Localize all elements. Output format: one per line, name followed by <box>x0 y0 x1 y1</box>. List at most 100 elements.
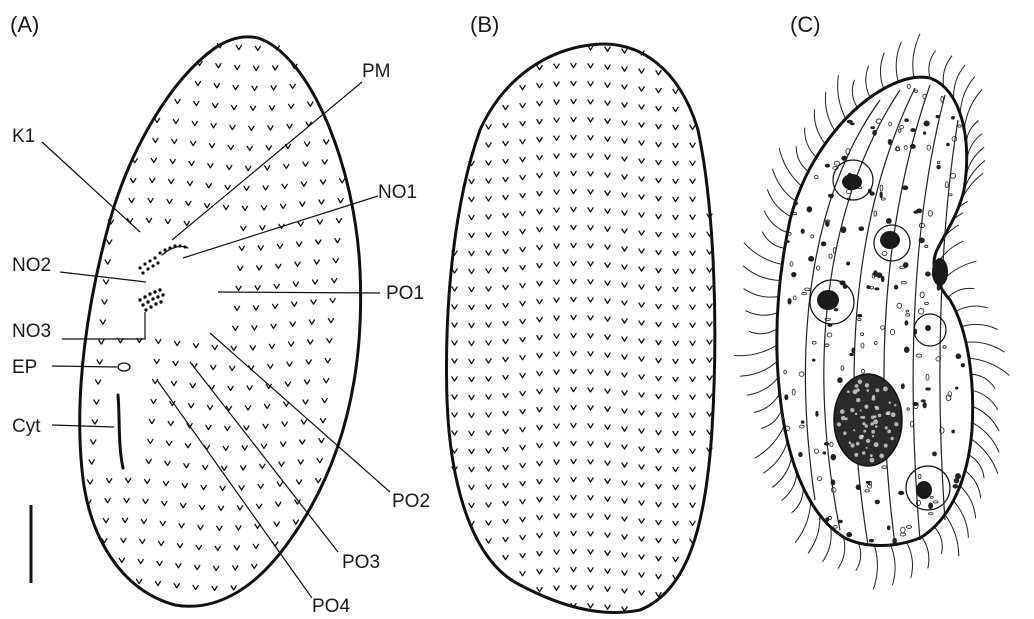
kinetid-mark <box>486 251 491 255</box>
nucleolus-speck <box>891 412 896 417</box>
granule <box>852 348 855 353</box>
kinetid-mark <box>154 359 159 363</box>
kinetid-mark <box>639 429 644 433</box>
kinetid-mark <box>707 304 712 308</box>
kinetid-mark <box>328 319 333 323</box>
kinetid-mark <box>588 226 593 230</box>
kinetid-mark <box>690 431 695 435</box>
kinetid-mark <box>239 486 244 490</box>
kinetid-mark <box>205 204 210 208</box>
kinetid-mark <box>520 122 525 126</box>
cilium <box>754 394 780 413</box>
kinetid-mark <box>151 399 156 403</box>
kinetid-mark <box>87 480 92 484</box>
leader-po1 <box>218 292 380 293</box>
kinetid-mark <box>554 460 559 464</box>
kinetid-mark <box>140 539 145 543</box>
kinetid-mark <box>605 317 610 321</box>
kinetid-mark <box>690 251 695 255</box>
kinetid-mark <box>571 333 576 337</box>
kinetid-mark <box>537 390 542 394</box>
kinetid-mark <box>639 501 644 505</box>
nucleolus-speck <box>873 419 878 424</box>
nucleolus-speck <box>870 454 873 457</box>
kinetid-mark <box>279 462 284 466</box>
kinetid-mark <box>537 84 542 88</box>
kinetid-mark <box>588 478 593 482</box>
kinetid-mark <box>199 505 204 509</box>
kinetid-mark <box>149 419 154 423</box>
kinetid-mark <box>656 215 661 219</box>
kinetid-mark <box>469 413 474 417</box>
kinetid-mark <box>308 340 313 344</box>
kinetid-mark <box>486 197 491 201</box>
kinetid-mark <box>707 394 712 398</box>
kinetid-mark <box>174 584 179 588</box>
granule <box>921 400 925 402</box>
kinetid-mark <box>656 359 661 363</box>
nucleolus-speck <box>840 409 845 414</box>
kinetid-mark <box>571 189 576 193</box>
kinetid-mark <box>690 215 695 219</box>
kinetid-mark <box>486 287 491 291</box>
kinetid-mark <box>195 81 200 85</box>
kinetid-mark <box>486 269 491 273</box>
nucleolus-speck <box>875 425 878 428</box>
kinetid-mark <box>469 269 474 273</box>
kinetid-mark <box>537 534 542 538</box>
kinetid-mark <box>605 65 610 69</box>
kinetid-mark <box>208 164 213 168</box>
cilium <box>972 390 997 409</box>
leader-ep <box>52 366 117 367</box>
kinetid-mark <box>305 142 310 146</box>
kinetid-mark <box>94 400 99 404</box>
kinetid-mark <box>252 564 257 568</box>
nucleolus-speck <box>853 389 858 394</box>
kinetid-mark <box>214 566 219 570</box>
granule <box>951 116 954 119</box>
granule <box>887 526 890 530</box>
kinetid-mark <box>486 215 491 219</box>
kinetid-mark <box>452 323 457 327</box>
cilium <box>971 374 995 388</box>
kinetid-mark <box>293 520 298 524</box>
cilium <box>913 34 920 78</box>
kinetid-mark <box>520 482 525 486</box>
kinetid-mark <box>690 179 695 183</box>
kinetid-mark <box>163 481 168 485</box>
cilium <box>795 502 811 543</box>
kinetid-mark <box>157 561 162 565</box>
kinetid-mark <box>503 502 508 506</box>
kinetid-mark <box>173 361 178 365</box>
kinetid-mark <box>571 297 576 301</box>
kinetid-mark <box>281 204 286 208</box>
kinetid-mark <box>486 539 491 543</box>
kinetid-mark <box>571 261 576 265</box>
membranelle-no3 <box>138 288 164 311</box>
kinetid-mark <box>335 239 340 243</box>
kinetid-mark <box>503 466 508 470</box>
cilium <box>838 75 846 118</box>
cilium <box>746 311 778 316</box>
granule <box>903 262 908 267</box>
granule <box>847 532 852 536</box>
granule <box>893 538 897 544</box>
kinetid-mark <box>503 142 508 146</box>
kinetid-mark <box>189 161 194 165</box>
cilium <box>953 501 968 538</box>
kinetid-mark <box>554 208 559 212</box>
kinetid-mark <box>167 441 172 445</box>
kinetid-mark <box>214 84 219 88</box>
kinetid-mark <box>588 370 593 374</box>
cilium <box>761 410 782 429</box>
kinetid-mark <box>469 377 474 381</box>
kinetid-mark <box>273 304 278 308</box>
kinetid-mark <box>520 392 525 396</box>
kinetid-mark <box>503 178 508 182</box>
kinetid-mark <box>605 533 610 537</box>
kinetid-mark <box>89 460 94 464</box>
kinetid-mark <box>238 266 243 270</box>
kinetid-mark <box>690 503 695 507</box>
kinetid-mark <box>145 479 150 483</box>
kinetid-mark <box>656 539 661 543</box>
